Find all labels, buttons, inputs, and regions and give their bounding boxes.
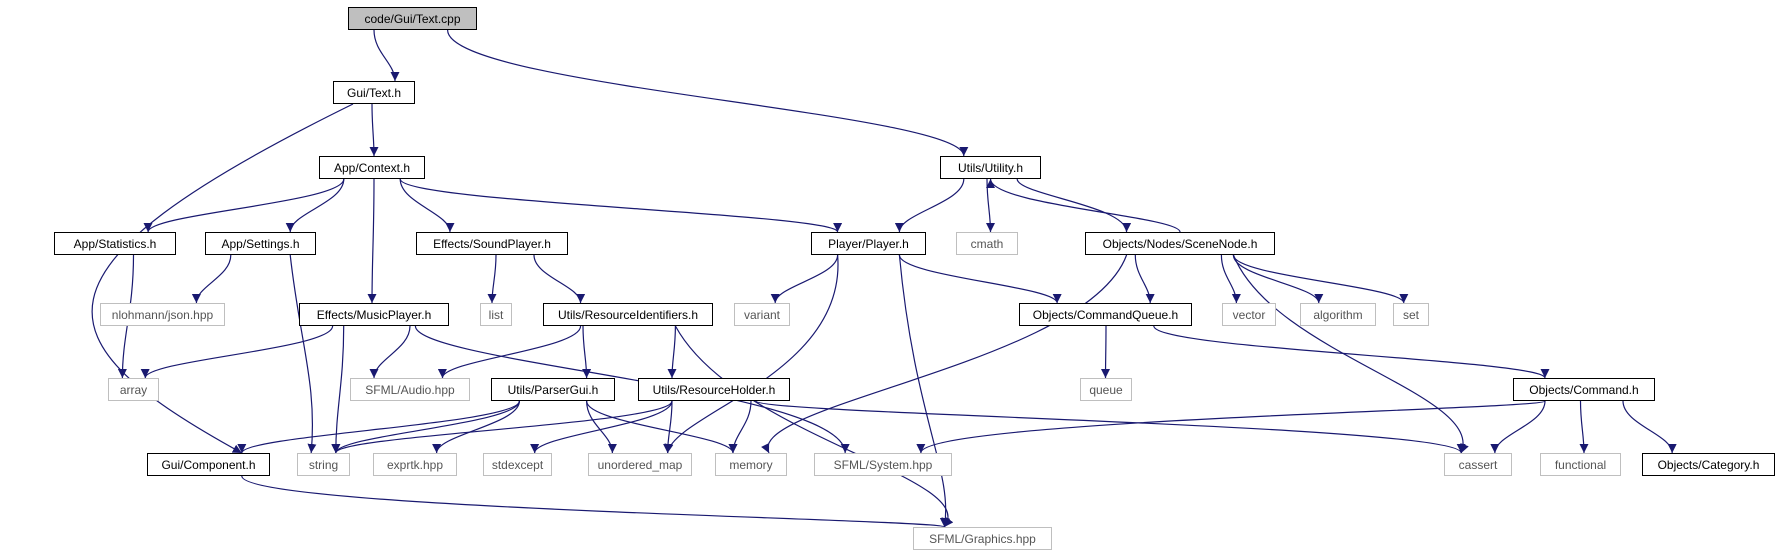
node-code-gui-text-cpp: code/Gui/Text.cpp: [348, 7, 477, 30]
node-sfml-system-hpp: SFML/System.hpp: [814, 453, 952, 476]
edge-resid-to-resholder: [667, 325, 677, 379]
node-algorithm: algorithm: [1300, 303, 1376, 326]
node-utils-resourceholder-h[interactable]: Utils/ResourceHolder.h: [638, 378, 790, 401]
edge-command-to-functional: [1579, 400, 1589, 454]
edge-parsergui-to-component: [237, 400, 520, 454]
node-app-statistics-h[interactable]: App/Statistics.h: [54, 232, 176, 255]
node-memory: memory: [715, 453, 787, 476]
edge-resid-to-audio: [437, 325, 582, 379]
node-effects-soundplayer-h[interactable]: Effects/SoundPlayer.h: [416, 232, 568, 255]
edge-context-to-player: [399, 178, 842, 233]
edge-musicplayer-to-system: [414, 325, 850, 454]
node-objects-category-h[interactable]: Objects/Category.h: [1642, 453, 1775, 476]
edge-root-to-gui_text_h: [373, 29, 400, 82]
node-unordered-map: unordered_map: [588, 453, 692, 476]
edge-gui_text_h-to-component: [91, 103, 354, 454]
edge-scenenode-to-vector: [1220, 254, 1241, 304]
edge-resholder-to-cassert: [755, 400, 1466, 454]
edge-context-to-statistics: [143, 178, 345, 233]
edge-player-to-cmdqueue: [898, 254, 1062, 304]
edge-musicplayer-to-array: [140, 325, 334, 379]
edge-musicplayer-to-string: [331, 325, 345, 454]
edge-context-to-musicplayer: [367, 178, 377, 304]
node-utils-parsergui-h[interactable]: Utils/ParserGui.h: [491, 378, 615, 401]
node-array: array: [108, 378, 159, 401]
edge-resholder-to-unordered_map: [663, 400, 673, 454]
node-objects-command-h[interactable]: Objects/Command.h: [1513, 378, 1655, 401]
edge-soundplayer-to-list: [487, 254, 497, 304]
edge-musicplayer-to-audio: [369, 325, 411, 379]
edge-root-to-utility: [447, 29, 969, 157]
edge-scenenode-to-utility: [986, 178, 1181, 233]
edge-component-to-graphics: [241, 475, 949, 528]
node-sfml-graphics-hpp: SFML/Graphics.hpp: [913, 527, 1052, 550]
node-cassert: cassert: [1444, 453, 1512, 476]
edge-scenenode-to-cassert: [1232, 254, 1469, 454]
node-utils-utility-h[interactable]: Utils/Utility.h: [940, 156, 1041, 179]
node-effects-musicplayer-h[interactable]: Effects/MusicPlayer.h: [299, 303, 449, 326]
edge-parsergui-to-exprtk: [432, 400, 520, 454]
edge-player-to-graphics: [898, 254, 951, 528]
node-gui-text-h[interactable]: Gui/Text.h: [333, 81, 415, 104]
node-cmath: cmath: [956, 232, 1018, 255]
node-sfml-audio-hpp: SFML/Audio.hpp: [350, 378, 470, 401]
edge-resid-to-graphics: [674, 325, 954, 528]
edge-settings-to-string: [289, 254, 317, 454]
node-stdexcept: stdexcept: [483, 453, 552, 476]
edge-scenenode-to-set: [1232, 254, 1409, 304]
node-variant: variant: [734, 303, 790, 326]
node-nlohmann-json-hpp: nlohmann/json.hpp: [100, 303, 225, 326]
edge-cmdqueue-to-command: [1153, 325, 1550, 379]
edge-scenenode-to-cmdqueue: [1134, 254, 1155, 304]
node-functional: functional: [1540, 453, 1621, 476]
edge-scenenode-to-memory: [761, 254, 1128, 454]
edge-resholder-to-string: [331, 400, 673, 454]
edge-context-to-settings: [285, 178, 345, 233]
edge-utility-to-player: [894, 178, 965, 233]
edge-context-to-soundplayer: [399, 178, 455, 233]
node-app-settings-h[interactable]: App/Settings.h: [205, 232, 316, 255]
edge-command-to-category: [1622, 400, 1677, 454]
edge-settings-to-json: [191, 254, 232, 304]
node-utils-resourceidentifiers-h[interactable]: Utils/ResourceIdentifiers.h: [543, 303, 713, 326]
node-vector: vector: [1222, 303, 1276, 326]
node-objects-nodes-scenenode-h[interactable]: Objects/Nodes/SceneNode.h: [1085, 232, 1275, 255]
edge-player-to-variant: [770, 254, 839, 304]
edge-resholder-to-memory: [728, 400, 752, 454]
node-exprtk-hpp: exprtk.hpp: [373, 453, 457, 476]
edge-utility-to-scenenode: [1016, 178, 1132, 233]
edge-parsergui-to-unordered_map: [586, 400, 617, 454]
edge-command-to-system: [916, 400, 1546, 454]
edge-soundplayer-to-resid: [533, 254, 586, 304]
edge-cmdqueue-to-queue: [1101, 325, 1111, 379]
edge-resid-to-parsergui: [582, 325, 592, 379]
edge-resholder-to-stdexcept: [530, 400, 673, 454]
node-player-player-h[interactable]: Player/Player.h: [811, 232, 926, 255]
node-queue: queue: [1080, 378, 1132, 401]
node-gui-component-h[interactable]: Gui/Component.h: [147, 453, 270, 476]
node-app-context-h[interactable]: App/Context.h: [319, 156, 425, 179]
edge-parsergui-to-string: [331, 400, 520, 454]
node-set: set: [1393, 303, 1429, 326]
edge-command-to-cassert: [1490, 400, 1546, 454]
node-string: string: [297, 453, 350, 476]
node-list: list: [480, 303, 512, 326]
edge-gui_text_h-to-context: [369, 103, 379, 157]
node-objects-commandqueue-h[interactable]: Objects/CommandQueue.h: [1019, 303, 1192, 326]
edge-parsergui-to-memory: [586, 400, 738, 454]
